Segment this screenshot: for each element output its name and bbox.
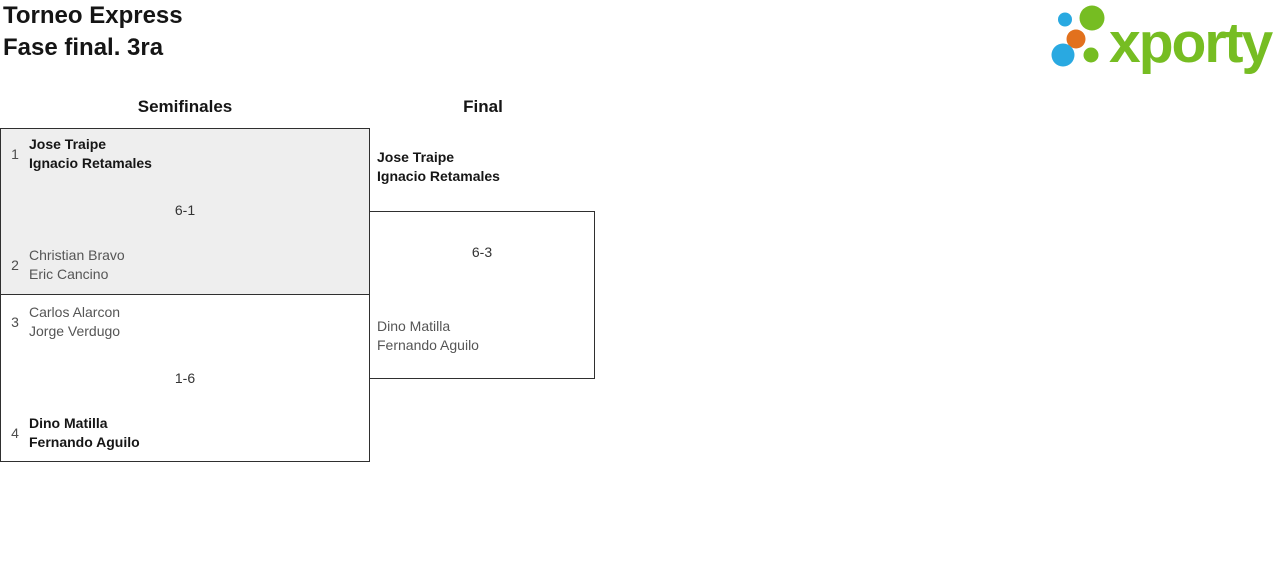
round-header-final: Final	[463, 97, 503, 116]
seed-number: 2	[11, 257, 19, 273]
logo-dot-icon	[1058, 12, 1072, 27]
round-header-semifinales: Semifinales	[137, 97, 233, 116]
team-row[interactable]: 4 Dino Matilla Fernando Aguilo	[7, 414, 140, 452]
team-row[interactable]: 2 Christian Bravo Eric Cancino	[7, 246, 125, 284]
player-name: Ignacio Retamales	[377, 168, 500, 184]
seed-number: 1	[11, 146, 19, 162]
player-name: Jorge Verdugo	[29, 323, 121, 339]
semifinal-match-1: 1 Jose Traipe Ignacio Retamales 6-1 2 Ch…	[0, 128, 370, 295]
match-score: 6-3	[471, 244, 493, 260]
match-score: 6-1	[174, 202, 196, 218]
match-score: 1-6	[174, 370, 196, 386]
player-name: Dino Matilla	[29, 415, 108, 431]
logo-dot-icon	[1066, 29, 1086, 49]
tournament-subtitle: Fase final. 3ra	[3, 34, 164, 61]
final-team-1[interactable]: Jose Traipe Ignacio Retamales	[377, 148, 500, 186]
seed-number: 4	[11, 425, 19, 441]
player-name: Eric Cancino	[29, 266, 109, 282]
player-name: Ignacio Retamales	[29, 155, 152, 171]
player-name: Christian Bravo	[29, 247, 125, 263]
xporty-logo[interactable]: xporty	[1047, 3, 1277, 86]
tournament-header: Torneo Express Fase final. 3ra	[3, 0, 183, 64]
logo-dot-icon	[1083, 47, 1099, 63]
team-row[interactable]: 3 Carlos Alarcon Jorge Verdugo	[7, 303, 120, 341]
logo-dot-icon	[1051, 43, 1075, 67]
logo-wordmark: xporty	[1109, 11, 1274, 75]
player-name: Fernando Aguilo	[29, 434, 140, 450]
team-row[interactable]: 1 Jose Traipe Ignacio Retamales	[7, 135, 152, 173]
player-name: Jose Traipe	[29, 136, 107, 152]
seed-number: 3	[11, 314, 19, 330]
player-name: Dino Matilla	[377, 318, 451, 334]
semifinal-match-2: 3 Carlos Alarcon Jorge Verdugo 1-6 4 Din…	[0, 294, 370, 462]
tournament-title: Torneo Express	[3, 2, 183, 29]
player-name: Fernando Aguilo	[377, 337, 479, 353]
xporty-logo-graphic: xporty	[1051, 5, 1276, 75]
player-name: Carlos Alarcon	[29, 304, 121, 320]
player-name: Jose Traipe	[377, 149, 455, 165]
logo-dot-icon	[1079, 5, 1105, 31]
final-team-2[interactable]: Dino Matilla Fernando Aguilo	[377, 317, 479, 355]
final-match-box: 6-3	[369, 211, 595, 379]
